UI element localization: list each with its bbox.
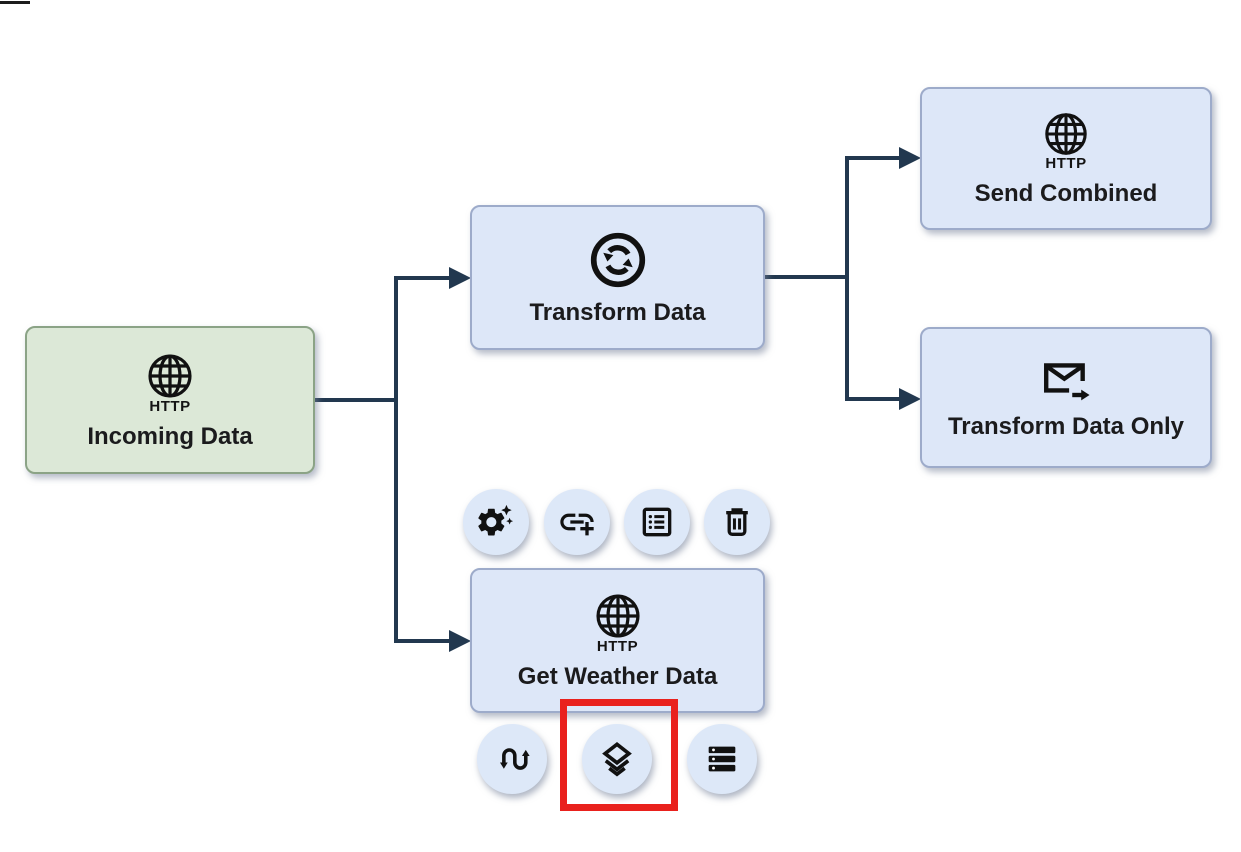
server-list-icon [708, 746, 736, 772]
node-incoming-data[interactable]: HTTP Incoming Data [25, 326, 315, 474]
gear-sparkle-icon [478, 504, 514, 536]
delete-button[interactable] [704, 489, 770, 555]
ai-settings-button[interactable] [463, 489, 529, 555]
arrowhead-to-transform-data [449, 267, 471, 289]
layers-button[interactable] [582, 724, 652, 794]
arrowhead-to-send-combined [899, 147, 921, 169]
node-label: Incoming Data [87, 422, 253, 450]
node-transform-data[interactable]: Transform Data [470, 205, 765, 350]
screen-edge-artifact [0, 1, 30, 4]
node-label: Get Weather Data [517, 663, 718, 691]
server-list-button[interactable] [687, 724, 757, 794]
arrowhead-to-get-weather-data [449, 630, 471, 652]
form-list-button[interactable] [624, 489, 690, 555]
edge-transform-branch [763, 156, 904, 401]
list-alt-icon [642, 507, 672, 537]
mail-forward-icon [1044, 363, 1090, 401]
trash-icon [726, 508, 748, 536]
node-icon-caption: HTTP [596, 638, 639, 656]
add-link-button[interactable] [544, 489, 610, 555]
swap-button[interactable] [477, 724, 547, 794]
node-send-combined[interactable]: HTTP Send Combined [920, 87, 1212, 230]
node-icon-caption: HTTP [1045, 155, 1087, 173]
node-icon-caption: HTTP [149, 397, 191, 415]
node-transform-data-only[interactable]: Transform Data Only [920, 327, 1212, 468]
edge-incoming-branch [313, 276, 454, 643]
node-get-weather-data[interactable]: HTTP Get Weather Data [470, 568, 765, 713]
http-globe-icon [595, 594, 640, 638]
node-label: Transform Data [529, 298, 706, 326]
http-globe-icon [1045, 113, 1087, 156]
http-globe-icon [148, 354, 192, 398]
node-label: Send Combined [974, 180, 1158, 208]
arrowhead-to-transform-data-only [899, 388, 921, 410]
node-label: Transform Data Only [947, 412, 1185, 440]
add-link-icon [560, 513, 594, 536]
layers-stack-icon [602, 741, 632, 777]
sync-circle-icon [590, 232, 645, 287]
swap-arrows-icon [500, 748, 530, 770]
